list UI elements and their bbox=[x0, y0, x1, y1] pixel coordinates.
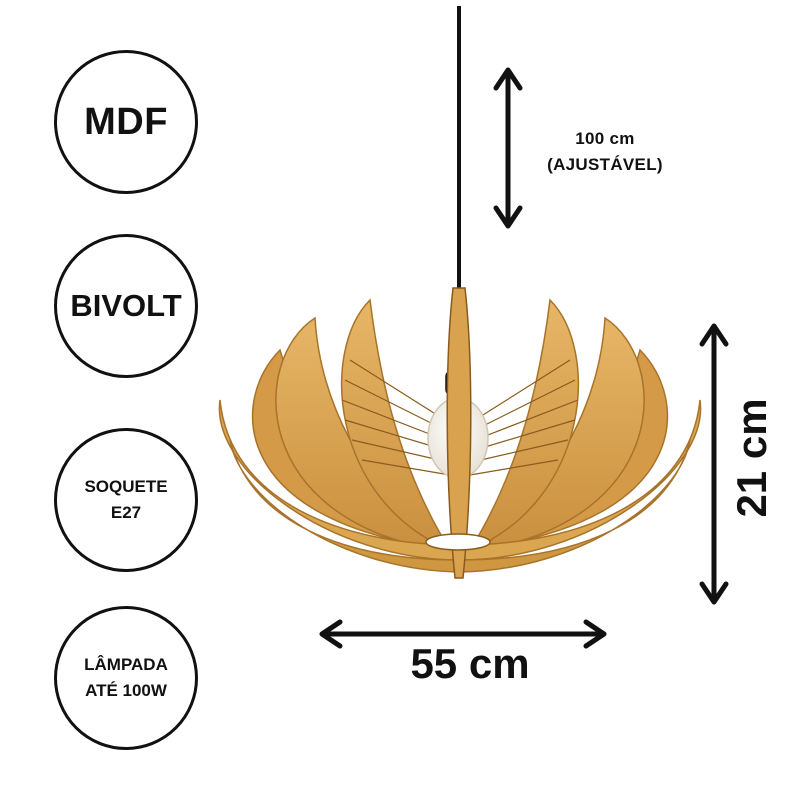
badge-voltage: BIVOLT bbox=[54, 234, 198, 378]
badge-bulb-line2: ATÉ 100W bbox=[85, 681, 167, 700]
badge-bulb-line1: LÂMPADA bbox=[84, 655, 168, 674]
cable-length-value: 100 cm bbox=[575, 129, 635, 148]
cable-length-label: 100 cm (AJUSTÁVEL) bbox=[520, 126, 690, 178]
badge-bulb: LÂMPADA ATÉ 100W bbox=[54, 606, 198, 750]
cable-length-arrow-icon bbox=[493, 67, 523, 229]
badge-socket: SOQUETE E27 bbox=[54, 428, 198, 572]
badge-socket-line1: SOQUETE bbox=[84, 477, 168, 496]
pendant-lamp bbox=[218, 287, 702, 579]
badge-voltage-label: BIVOLT bbox=[70, 288, 182, 323]
cable-length-note: (AJUSTÁVEL) bbox=[547, 155, 663, 174]
badge-material: MDF bbox=[54, 50, 198, 194]
width-arrow-icon bbox=[319, 619, 607, 649]
badge-socket-line2: E27 bbox=[110, 503, 142, 522]
height-label: 21 cm bbox=[728, 398, 775, 518]
height-arrow-icon bbox=[699, 323, 729, 605]
badge-material-label: MDF bbox=[84, 100, 168, 143]
width-label: 55 cm bbox=[410, 640, 530, 687]
